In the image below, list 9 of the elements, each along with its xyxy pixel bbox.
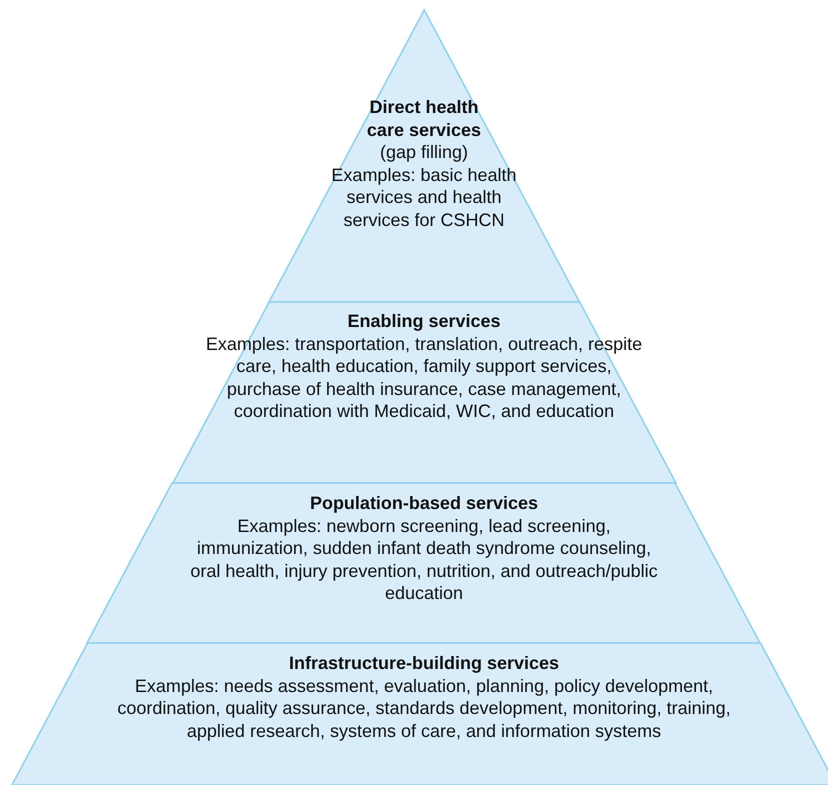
- tier-heading: Enabling services: [346, 310, 502, 332]
- tier-description: Examples: basic health services and health services for CSHCN: [330, 164, 518, 231]
- tier-description: Examples: needs assessment, evaluation, planning, policy development, coordination, quality assurance, standards development, monitoring, training, applied research, systems of care, and information systems: [116, 674, 732, 742]
- tier-heading: Infrastructure-building services: [288, 652, 560, 674]
- tier-description: Examples: transportation, translation, outreach, respite care, health education, family support services, purchase of health insurance, case management, coordination with Medicaid, WIC, and education: [204, 332, 644, 422]
- tier-description: (gap filling): [378, 141, 469, 164]
- tier-heading: Population-based services: [308, 492, 540, 514]
- tier-heading: Direct health care services: [366, 96, 482, 141]
- tier-description: Examples: newborn screening, lead screening, immunization, sudden infant death syndrome counseling, oral health, injury prevention, nutrition, and outreach/public education: [190, 514, 658, 604]
